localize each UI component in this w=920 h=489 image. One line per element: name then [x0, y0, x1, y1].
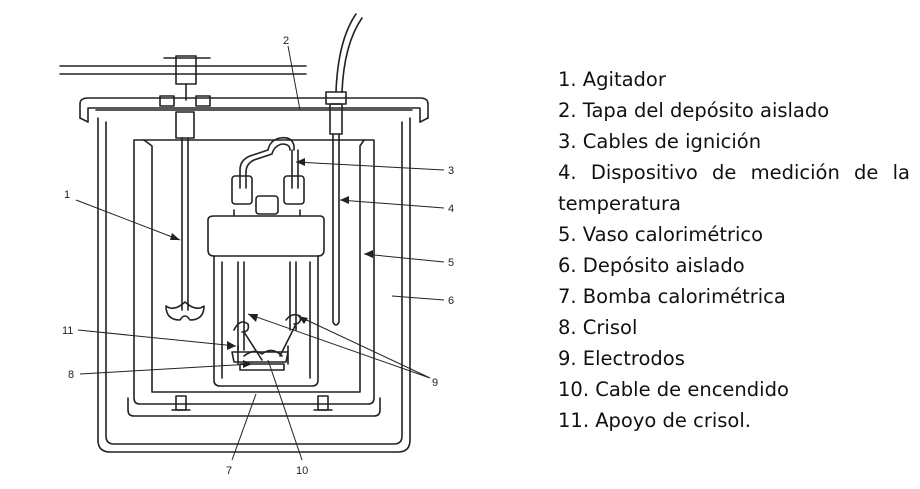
ignition-wire	[243, 323, 297, 361]
callout-9: 9	[432, 377, 438, 389]
legend-item-4: 4. Dispositivo de medición de la	[558, 161, 910, 184]
leader-lines	[75, 45, 445, 461]
vessel-feet	[171, 395, 333, 411]
callout-4: 4	[448, 203, 454, 215]
legend-item-2: 2. Tapa del depósito aislado	[558, 99, 830, 122]
tank-lid	[79, 97, 429, 123]
legend-item-9: 9. Electrodos	[558, 347, 685, 370]
legend-item-10: 10. Cable de encendido	[558, 378, 789, 401]
leader-arrowheads	[170, 158, 373, 368]
callout-2: 2	[283, 35, 289, 47]
legend-item-4-continued: temperatura	[558, 192, 681, 215]
callout-8: 8	[68, 369, 74, 381]
legend-item-1: 1. Agitador	[558, 68, 666, 91]
legend-item-3: 3. Cables de ignición	[558, 130, 762, 153]
ignition-cables	[239, 136, 299, 189]
legend-item-11: 11. Apoyo de crisol.	[558, 409, 751, 432]
calorimeter-vessel	[127, 139, 381, 417]
calorimetric-bomb	[207, 175, 325, 387]
callout-3: 3	[448, 165, 454, 177]
callout-7: 7	[226, 465, 232, 477]
callout-1: 1	[64, 189, 70, 201]
temperature-sensor	[325, 13, 363, 326]
legend-item-8: 8. Crisol	[558, 316, 638, 339]
insulated-tank	[97, 117, 411, 453]
electrodes	[233, 313, 302, 333]
callout-5: 5	[448, 257, 454, 269]
callout-11: 11	[62, 325, 73, 337]
callout-6: 6	[448, 295, 454, 307]
legend-item-7: 7. Bomba calorimétrica	[558, 285, 786, 308]
legend-item-6: 6. Depósito aislado	[558, 254, 745, 277]
legend-list: 1. Agitador 2. Tapa del depósito aislado…	[558, 64, 910, 436]
legend-item-5: 5. Vaso calorimétrico	[558, 223, 764, 246]
calorimeter-diagram: 1 2 3 4 5 6 7 8 9 10 11	[59, 13, 454, 477]
callout-10: 10	[296, 465, 308, 477]
stirrer	[59, 55, 307, 321]
